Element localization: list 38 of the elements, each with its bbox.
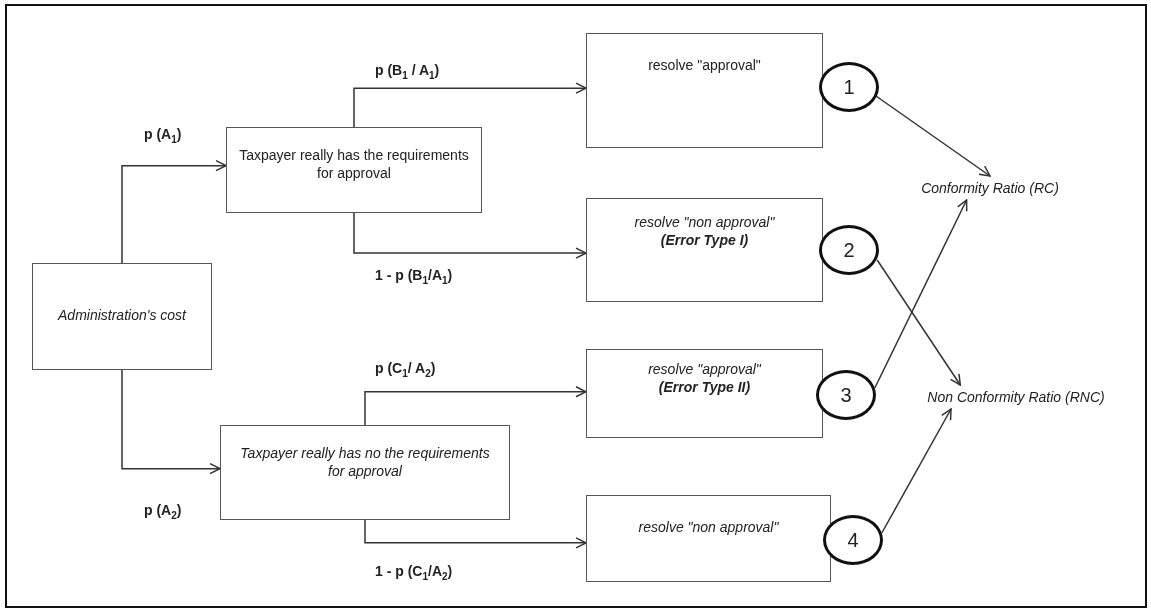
box-text: (Error Type II) — [657, 378, 752, 397]
edge-label: p (C$_{1}$/ A$_{2}$) — [373, 360, 438, 379]
edge-label: p (B$_{1}$ / A$_{1}$) — [373, 62, 442, 81]
edge-label: 1 - p (B$_{1}$/A$_{1}$) — [373, 267, 455, 286]
box-text: Taxpayer really has the requirements for approval — [238, 146, 470, 183]
process-box — [226, 127, 482, 213]
number-circle: 3 — [816, 370, 876, 420]
arrow — [875, 95, 991, 177]
arrow — [121, 159, 227, 264]
number-circle: 2 — [819, 225, 879, 275]
edge-label: 1 - p (C$_{1}$/A$_{2}$) — [373, 563, 455, 582]
arrow — [874, 199, 968, 389]
process-box — [586, 198, 823, 302]
box-text: resolve "non approval" — [633, 213, 776, 232]
arrow — [121, 369, 221, 475]
arrow — [353, 212, 587, 259]
arrow — [364, 385, 587, 426]
box-text: resolve "non approval" — [637, 518, 780, 537]
ratio-label: Non Conformity Ratio (RNC) — [900, 385, 1132, 409]
box-text: Administration's cost — [56, 306, 188, 325]
process-box — [586, 33, 823, 148]
arrow — [364, 519, 587, 549]
process-box — [586, 495, 831, 582]
box-text: resolve "approval" — [647, 56, 762, 75]
box-text: (Error Type I) — [659, 231, 750, 250]
box-text: resolve "approval" — [647, 360, 762, 379]
process-box — [586, 349, 823, 438]
number-circle: 1 — [819, 62, 879, 112]
edge-label: p (A$_{2}$) — [142, 502, 184, 521]
arrow — [353, 82, 587, 128]
box-text: Taxpayer really has no the requirements for approval — [239, 444, 491, 481]
process-box — [220, 425, 510, 520]
edge-label: p (A$_{1}$) — [142, 126, 184, 145]
process-box — [32, 263, 212, 370]
ratio-label: Conformity Ratio (RC) — [900, 176, 1080, 200]
arrow — [876, 259, 962, 386]
number-circle: 4 — [823, 515, 883, 565]
arrow — [881, 408, 952, 534]
